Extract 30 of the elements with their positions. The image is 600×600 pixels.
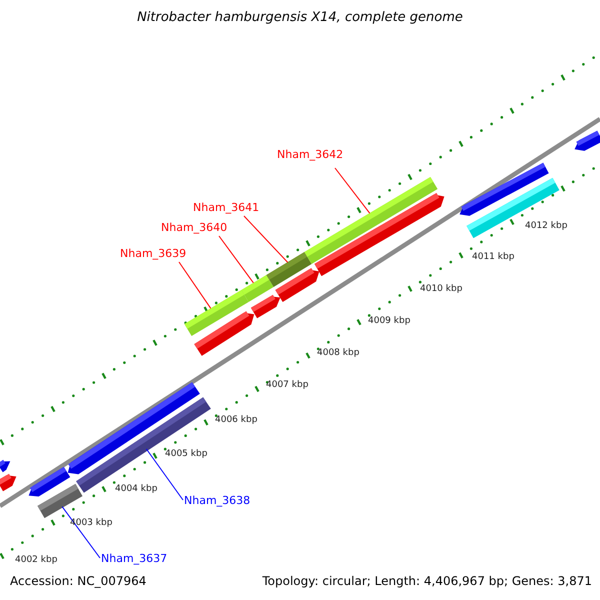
leader-line: [146, 448, 184, 500]
gene-label: Nham_3641: [193, 202, 260, 213]
gene-label: Nham_3639: [120, 248, 186, 259]
scale-label: 4008 kbp: [317, 349, 360, 358]
gene-bar: [266, 252, 312, 287]
info-text: Accession: NC_007964: [10, 575, 146, 587]
scale-label: 4005 kbp: [165, 450, 208, 459]
gene-bar: [241, 275, 274, 302]
gene-bar: [304, 177, 438, 264]
scale-label: 4004 kbp: [115, 485, 158, 494]
leader-line: [178, 262, 212, 309]
gene-label: Nham_3637: [101, 553, 168, 564]
scale-label: 4010 kbp: [420, 285, 462, 294]
info-text: Topology: circular; Length: 4,406,967 bp; Genes: 3,871: [262, 575, 592, 587]
scale-label: 4009 kbp: [368, 317, 410, 326]
gene-label: Nham_3640: [161, 222, 228, 233]
scale-label: 4007 kbp: [266, 381, 308, 390]
gene-bar: [76, 397, 211, 493]
scale-label: 4002 kbp: [15, 556, 58, 565]
gene-label: Nham_3642: [277, 149, 344, 160]
gene-bar: [184, 290, 249, 336]
scale-label: 4012 kbp: [525, 222, 568, 231]
leader-line: [244, 216, 288, 263]
title: Nitrobacter hamburgensis X14, complete genome: [136, 11, 464, 24]
gene-bar: [38, 484, 82, 518]
leader-line: [218, 236, 254, 284]
leader-line: [334, 168, 370, 214]
leader-line: [62, 506, 100, 558]
scale-label: 4011 kbp: [472, 253, 514, 262]
gene-label: Nham_3638: [184, 495, 250, 506]
